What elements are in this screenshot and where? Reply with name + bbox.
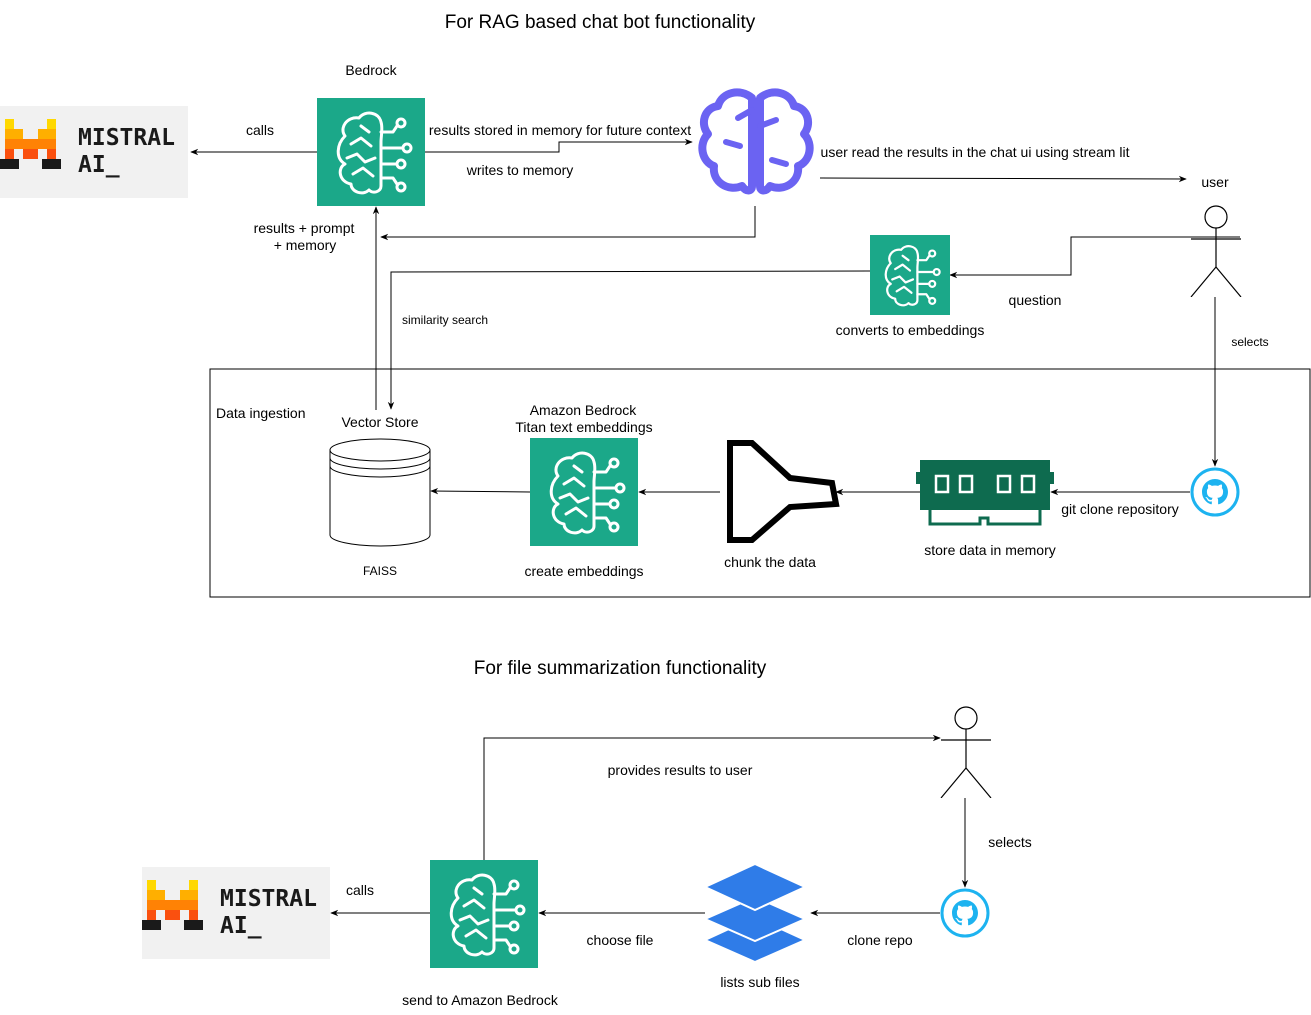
faiss-label: FAISS xyxy=(363,564,397,578)
mistral-logo-bottom-line2: AI_ xyxy=(220,913,262,939)
user-read-label: user read the results in the chat ui usi… xyxy=(821,144,1130,160)
question-arrow xyxy=(949,236,1240,279)
create-embeddings-label: create embeddings xyxy=(524,563,643,579)
titan-label-1: Amazon Bedrock xyxy=(530,402,638,418)
summarization-section-title: For file summarization functionality xyxy=(474,658,767,679)
converts-label: converts to embeddings xyxy=(836,322,985,338)
mistral-logo: MISTRAL AI_ xyxy=(0,106,188,198)
user-label: user xyxy=(1201,174,1229,190)
memory-ram-icon xyxy=(916,460,1054,526)
mistral-logo-bottom: MISTRAL AI_ xyxy=(142,867,330,959)
mistral-logo-line1: MISTRAL xyxy=(78,125,175,151)
writes-memory-label: writes to memory xyxy=(466,162,574,178)
titan-label-2: Titan text embeddings xyxy=(515,419,652,435)
provides-results-arrow xyxy=(483,734,941,860)
titan-to-vector-arrow xyxy=(430,487,531,495)
data-ingestion-label: Data ingestion xyxy=(216,405,306,421)
calls-label: calls xyxy=(246,122,274,138)
user-read-arrow xyxy=(819,175,1187,183)
titan-embeddings-icon xyxy=(530,438,638,546)
send-label: send to Amazon Bedrock xyxy=(402,992,559,1008)
brain-memory-icon xyxy=(698,88,814,195)
chunk-funnel-icon xyxy=(727,440,840,543)
vector-store-label: Vector Store xyxy=(341,414,418,430)
user-actor-icon xyxy=(1190,205,1242,297)
mistral-logo-bottom-line1: MISTRAL xyxy=(220,886,317,912)
bedrock-icon xyxy=(317,98,425,206)
data-ingestion-box xyxy=(209,368,1311,598)
summ-calls-label: calls xyxy=(346,882,374,898)
user-actor-icon-bottom xyxy=(940,706,992,798)
git-clone-label: git clone repository xyxy=(1061,501,1179,517)
question-label: question xyxy=(1009,292,1062,308)
similarity-label: similarity search xyxy=(402,313,488,327)
similarity-search-arrow xyxy=(387,270,871,410)
store-memory-label: store data in memory xyxy=(924,542,1056,558)
faiss-database-icon xyxy=(329,438,431,547)
summ-selects-label: selects xyxy=(988,834,1032,850)
chunk-label: chunk the data xyxy=(724,554,816,570)
github-icon xyxy=(1190,467,1240,517)
results-prompt-label-2: + memory xyxy=(274,237,337,253)
layers-icon xyxy=(702,862,808,964)
lists-label: lists sub files xyxy=(720,974,799,990)
results-prompt-label-1: results + prompt xyxy=(254,220,355,236)
selects-label: selects xyxy=(1231,335,1268,349)
rag-section-title: For RAG based chat bot functionality xyxy=(445,12,756,33)
bedrock-icon-bottom xyxy=(430,860,538,968)
results-stored-label: results stored in memory for future cont… xyxy=(429,122,691,138)
github-icon-bottom xyxy=(940,888,990,938)
results-stored-arrow xyxy=(425,138,693,153)
embedding-converter-icon xyxy=(870,235,950,315)
clone-repo-label: clone repo xyxy=(847,932,913,948)
bedrock-label: Bedrock xyxy=(345,62,397,78)
mistral-logo-line2: AI_ xyxy=(78,152,120,178)
choose-file-label: choose file xyxy=(587,932,654,948)
results-prompt-arrow xyxy=(380,206,756,241)
provides-label: provides results to user xyxy=(608,762,753,778)
